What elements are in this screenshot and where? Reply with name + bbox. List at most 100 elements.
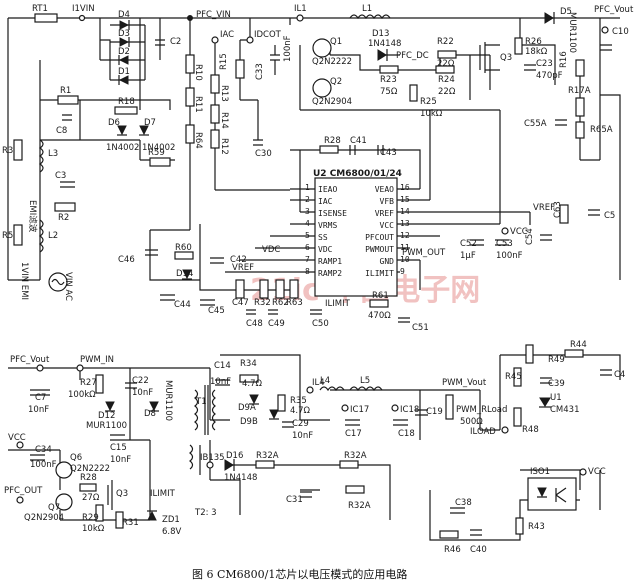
c23-label: C23: [536, 59, 553, 69]
d13-label: D13: [372, 29, 389, 39]
pwm-vout-label: PWM_Vout: [442, 378, 487, 388]
r32a3-label: R32A: [348, 501, 371, 511]
c7-value: 10nF: [28, 405, 49, 415]
c52-label: C52: [460, 239, 477, 249]
r13-label: R13: [219, 85, 229, 102]
d6-label: D6: [108, 118, 120, 128]
r31-label: R31: [122, 518, 139, 528]
c63-label: C63: [553, 201, 563, 218]
ic-pin-gnd: GND: [380, 257, 395, 266]
c5-label: C5: [604, 211, 615, 221]
c49-label: C49: [268, 319, 285, 329]
r34-label: R34: [240, 359, 257, 369]
ic-pin-number: 16: [400, 183, 410, 192]
c10-label: C10: [612, 27, 629, 37]
ic-pin-ilimit: ILIMIT: [365, 269, 394, 278]
c4-label: C4: [614, 370, 625, 380]
input-parts: RT1 I1VIN D4 D3 D2 D1 C2 R1 C8 L3 R3 C3 …: [2, 4, 181, 301]
ilimit2-label: ILIMIT: [150, 489, 176, 499]
r64-label: R64: [193, 132, 203, 149]
c52-value: 1μF: [460, 251, 476, 261]
ic-pin-number: 1: [305, 183, 310, 192]
q6-symbol: [55, 461, 73, 479]
c19-label: C19: [426, 407, 443, 417]
t1-label: T1: [195, 397, 207, 407]
q2-part: Q2N2904: [312, 97, 352, 107]
driver-parts: Q1 Q2N2222 Q2 Q2N2904 C33 100nF D13 1N41…: [255, 29, 457, 119]
r14-label: R14: [219, 112, 229, 129]
l1-label: L1: [362, 4, 372, 14]
r46-label: R46: [444, 545, 461, 555]
c29-value: 10nF: [292, 431, 313, 441]
r35-value: 4.7Ω: [290, 406, 311, 416]
r18-label: R18: [118, 97, 135, 107]
vcc-label-c: VCC: [588, 467, 606, 477]
q3b-label: Q3: [116, 489, 128, 499]
c18-label: C18: [398, 429, 415, 439]
d2-label: D2: [118, 47, 130, 57]
pwm-rload-value: 500Ω: [460, 417, 483, 427]
ic-pin-ss: SS: [318, 233, 328, 242]
pfc-vout-node2: [36, 364, 44, 372]
r3-label: R3: [2, 146, 13, 156]
c51-label: C51: [412, 323, 429, 333]
r49-label: R49: [548, 355, 565, 365]
r25-label: R25: [420, 97, 437, 107]
r32a2-label: R32A: [344, 451, 367, 461]
d8-part: MUR1100: [163, 380, 173, 421]
r1-label: R1: [60, 86, 71, 96]
c43-label: C43: [380, 148, 397, 158]
vcc-label-a: VCC: [510, 227, 528, 237]
d12-label: D12: [98, 411, 115, 421]
c33-value: 100nF: [283, 35, 293, 62]
vcc-label-b: VCC: [8, 433, 26, 443]
l3-label: L3: [48, 149, 58, 159]
r22-label: R22: [437, 37, 454, 47]
pfc-vin-label: PFC_VIN: [196, 10, 231, 20]
d1-label: D1: [118, 67, 130, 77]
c39-label: C39: [548, 379, 565, 389]
iso1-box: [527, 477, 577, 511]
d5-label: D5: [560, 7, 572, 17]
c8-label: C8: [56, 126, 67, 136]
r24-value: 22Ω: [438, 87, 456, 97]
r48-label: R48: [522, 425, 539, 435]
d13-part: 1N4148: [368, 39, 401, 49]
r34-value: 4.7Ω: [242, 379, 263, 389]
ic-pin-vdc: VDC: [318, 245, 333, 254]
r28b-value: 27Ω: [82, 493, 100, 503]
r35-label: R35: [290, 396, 307, 406]
pfc-out-node: [16, 496, 24, 504]
r62-label: R62: [272, 298, 289, 308]
r45-label: R45: [505, 372, 522, 382]
r32-label: R32: [254, 298, 271, 308]
idcot-label: IDCOT: [254, 30, 282, 40]
q6-part: Q2N2222: [70, 464, 110, 474]
r61-value: 470Ω: [368, 311, 391, 321]
r60-label: R60: [175, 243, 192, 253]
q3-label: Q3: [500, 53, 512, 63]
ic-pin-vcc: VCC: [380, 221, 395, 230]
idcot-node: [246, 36, 254, 44]
r23-value: 75Ω: [380, 87, 398, 97]
r23-label: R23: [380, 75, 397, 85]
c29-label: C29: [292, 419, 309, 429]
d9b-label: D9B: [240, 417, 258, 427]
ic17-label: IC17: [350, 405, 369, 415]
vref-label: VREF: [533, 203, 555, 213]
ilimit-label: ILIMIT: [325, 299, 351, 309]
pfc-vout2-label: PFC_Vout: [10, 355, 50, 365]
l2-label: L2: [48, 231, 58, 241]
ic-pin-iac: IAC: [318, 197, 333, 206]
d5-part: MUR1100: [567, 12, 577, 53]
r32a-label: R32A: [256, 451, 279, 461]
ic-pin-pwmout: PWMOUT: [365, 245, 394, 254]
r59-label: R59: [148, 148, 165, 158]
emi-label: EMI滤波: [27, 200, 38, 233]
iac-label: IAC: [220, 30, 234, 40]
iso1-label: ISO1: [530, 467, 550, 477]
d8-label: D8: [144, 409, 156, 419]
c17-label: C17: [345, 429, 362, 439]
figure-caption: 图 6 CM6800/1芯片以电压模式的应用电路: [192, 567, 407, 581]
vdc-label: VDC: [262, 245, 280, 255]
